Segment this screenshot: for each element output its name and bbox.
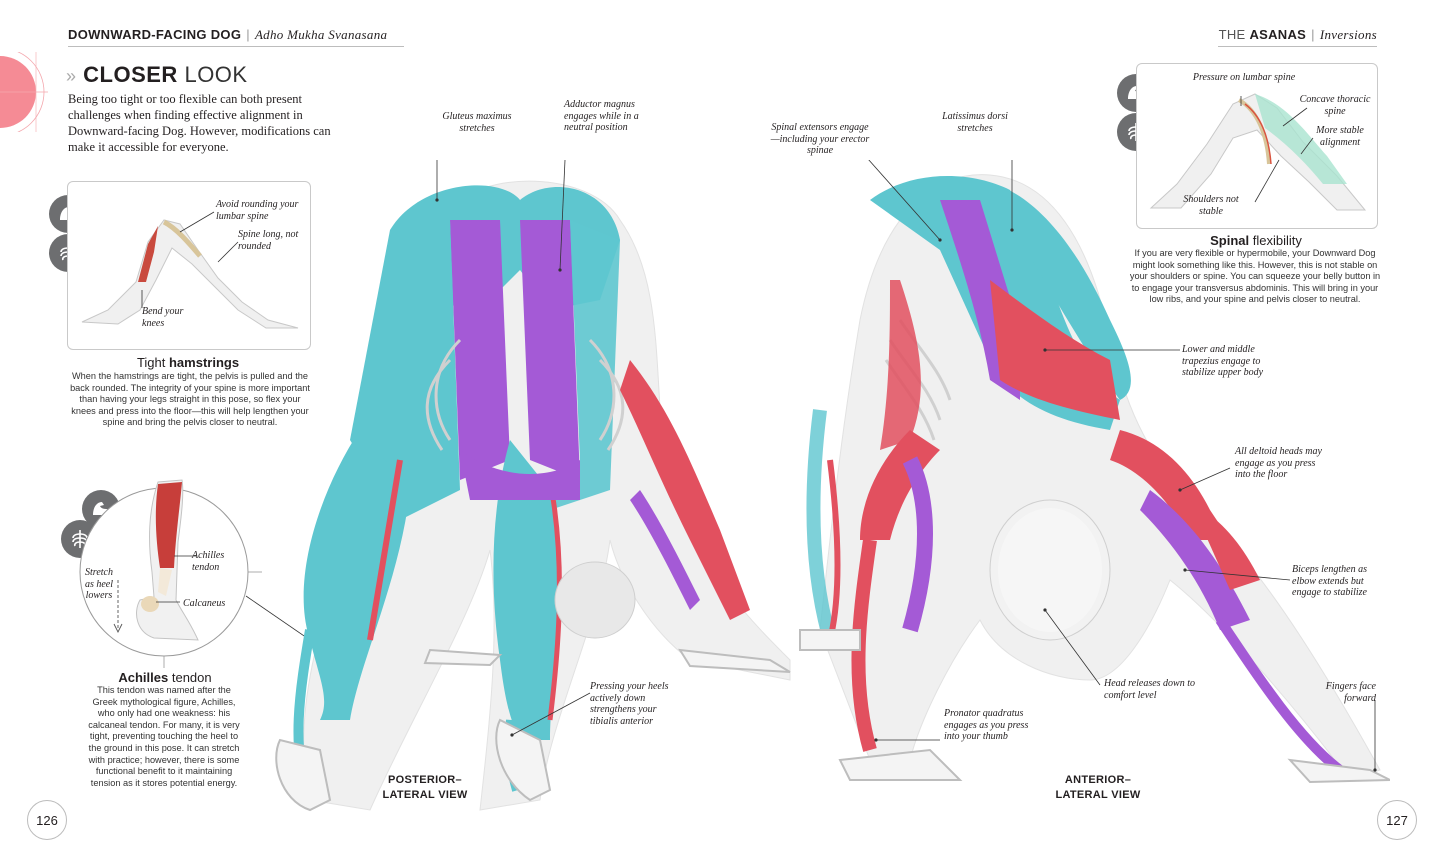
intro-paragraph: Being too tight or too flexible can both… — [68, 92, 331, 154]
chapter-subtitle: Inversions — [1319, 27, 1377, 42]
spinal-body: If you are very flexible or hypermobile,… — [1129, 248, 1381, 305]
annotation-spinal-extensors: Spinal extensors engage—including your e… — [770, 122, 870, 156]
spinal-title: Spinal flexibility — [1210, 233, 1302, 248]
page-number-right: 127 — [1377, 800, 1417, 840]
spinal-panel: Pressure on lumbar spine Concave thoraci… — [1136, 63, 1378, 229]
section-title-light: LOOK — [184, 62, 248, 87]
annotation-deltoid: All deltoid heads may engage as you pres… — [1235, 446, 1322, 480]
pose-name: DOWNWARD-FACING DOG — [68, 27, 242, 42]
annotation-concave-thoracic: Concave thoracic spine — [1299, 94, 1371, 117]
header-rule-left — [68, 46, 404, 47]
hamstrings-figure — [81, 211, 299, 329]
section-title: » CLOSER LOOK — [66, 62, 248, 87]
annotation-more-stable: More stable alignment — [1316, 125, 1364, 148]
annotation-pressure-lumbar: Pressure on lumbar spine — [1192, 72, 1296, 83]
annotation-spine-long: Spine long, not rounded — [238, 229, 299, 252]
section-title-bold: CLOSER — [83, 62, 178, 87]
pose-sanskrit: Adho Mukha Svanasana — [254, 27, 388, 42]
posterior-lateral-figure — [275, 160, 791, 812]
annotation-biceps: Biceps lengthen as elbow extends but eng… — [1292, 564, 1367, 598]
annotation-head: Head releases down to comfort level — [1104, 678, 1196, 701]
achilles-body: This tendon was named after the Greek my… — [88, 685, 240, 788]
annotation-fingers: Fingers face forward — [1325, 681, 1376, 704]
pink-target-icon — [0, 52, 48, 132]
annotation-latissimus: Latissimus dorsi stretches — [942, 111, 1008, 134]
annotation-trapezius: Lower and middle trapezius engage to sta… — [1182, 344, 1264, 378]
annotation-achilles-tendon: Achilles tendon — [192, 550, 225, 573]
page-number-left: 126 — [27, 800, 67, 840]
chapter-title: ASANAS — [1249, 27, 1307, 42]
annotation-adductor: Adductor magnus engages while in a neutr… — [564, 99, 639, 133]
annotation-stretch-heel: Stretch as heel lowers — [84, 567, 114, 601]
hamstrings-panel: Avoid rounding your lumbar spine Spine l… — [67, 181, 311, 350]
achilles-title: Achilles tendon — [118, 670, 212, 685]
header-prefix: THE — [1218, 27, 1246, 42]
annotation-shoulders-unstable: Shoulders not stable — [1183, 194, 1239, 217]
annotation-avoid-rounding: Avoid rounding your lumbar spine — [216, 199, 299, 222]
annotation-bend-knees: Bend your knees — [142, 306, 184, 329]
posterior-view-label: POSTERIOR– LATERAL VIEW — [382, 774, 468, 801]
spinal-figure — [1149, 93, 1367, 211]
anterior-lateral-figure — [799, 160, 1390, 784]
header-rule-right — [1218, 46, 1377, 47]
annotation-calcaneus: Calcaneus — [183, 598, 226, 609]
annotation-gluteus: Gluteus maximus stretches — [442, 111, 512, 134]
annotation-heels: Pressing your heels actively down streng… — [590, 681, 669, 727]
running-header-left: DOWNWARD-FACING DOG|Adho Mukha Svanasana — [68, 27, 388, 42]
anterior-view-label: ANTERIOR– LATERAL VIEW — [1055, 774, 1141, 801]
hamstrings-title: Tight hamstrings — [136, 355, 240, 370]
hamstrings-body: When the hamstrings are tight, the pelvi… — [70, 371, 310, 428]
running-header-right: THE ASANAS|Inversions — [1218, 27, 1377, 42]
achilles-magnifier — [79, 479, 311, 668]
annotation-pronator: Pronator quadratus engages as you press … — [944, 708, 1029, 742]
